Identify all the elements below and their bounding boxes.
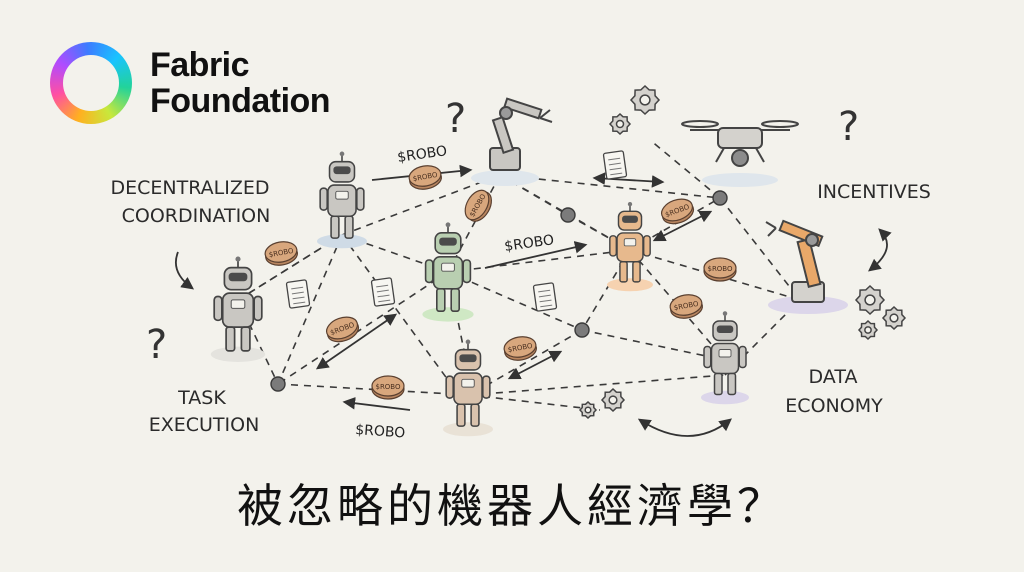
robo-coin-icon: $ROBO bbox=[659, 195, 697, 228]
robot-arm-icon bbox=[471, 99, 552, 186]
gear-icon bbox=[580, 402, 596, 418]
network-node bbox=[561, 208, 575, 222]
robo-token-label: $ROBO bbox=[355, 422, 406, 441]
drone-icon bbox=[682, 121, 798, 187]
arrow-left-icon bbox=[345, 402, 410, 410]
label-coordination: COORDINATION bbox=[122, 205, 271, 227]
label-economy: ECONOMY bbox=[785, 395, 883, 417]
document-icon bbox=[533, 283, 556, 312]
document-icon bbox=[603, 151, 626, 180]
question-mark-icon: ? bbox=[445, 96, 466, 142]
curved-arrow-icon bbox=[870, 230, 887, 270]
document-icon bbox=[286, 280, 309, 309]
network-node bbox=[575, 323, 589, 337]
label-execution: EXECUTION bbox=[149, 414, 260, 436]
robo-coin-icon: $ROBO bbox=[704, 258, 736, 281]
gear-icon bbox=[856, 286, 884, 314]
robo-coin-icon: $ROBO bbox=[408, 163, 444, 191]
network-node bbox=[713, 191, 727, 205]
robo-coin-icon: $ROBO bbox=[264, 239, 300, 267]
document-icon bbox=[371, 278, 394, 307]
label-data: DATA bbox=[809, 366, 858, 388]
question-mark-icon: ? bbox=[146, 322, 167, 368]
page-title: 被忽略的機器人經濟學？ bbox=[0, 470, 1024, 536]
label-decentralized: DECENTRALIZED bbox=[111, 177, 270, 199]
robot-icon bbox=[443, 340, 493, 437]
link bbox=[448, 250, 630, 272]
robo-coin-icon: $ROBO bbox=[669, 292, 705, 320]
gear-icon bbox=[631, 86, 659, 114]
robot-icon bbox=[317, 152, 367, 249]
link bbox=[720, 198, 800, 300]
robo-token-label: $ROBO bbox=[396, 143, 448, 166]
label-incentives: INCENTIVES bbox=[817, 181, 931, 203]
coin-text: $ROBO bbox=[375, 383, 401, 391]
link bbox=[342, 235, 448, 380]
coin-text: $ROBO bbox=[707, 265, 733, 273]
link bbox=[470, 375, 725, 395]
question-mark-icon: ? bbox=[838, 104, 859, 150]
robot-icon bbox=[701, 311, 749, 404]
curved-arrow-icon bbox=[176, 252, 192, 288]
link bbox=[650, 140, 720, 198]
label-task: TASK bbox=[177, 387, 226, 409]
robo-coin-icon: $ROBO bbox=[324, 313, 362, 346]
gear-icon bbox=[602, 389, 624, 411]
robo-token-label: $ROBO bbox=[503, 232, 555, 255]
gear-icon bbox=[859, 321, 877, 339]
curved-arrow-icon bbox=[640, 420, 730, 436]
gear-icon bbox=[883, 307, 905, 329]
robot-icon bbox=[211, 257, 265, 362]
network-node bbox=[271, 377, 285, 391]
double-arrow-icon bbox=[595, 178, 662, 182]
robo-coin-icon: $ROBO bbox=[372, 376, 404, 399]
robot-arm-icon bbox=[766, 221, 848, 314]
gear-icon bbox=[610, 114, 630, 134]
